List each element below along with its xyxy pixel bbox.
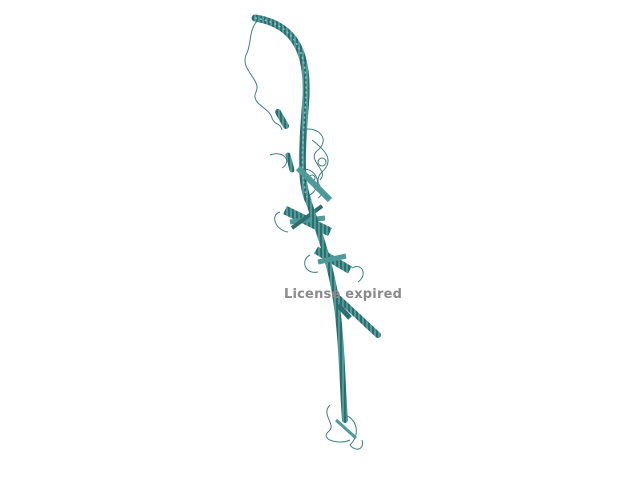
helix-small: [336, 303, 352, 320]
helix-short-2: [285, 152, 295, 173]
beta-sheet-1: [274, 204, 332, 237]
license-watermark: License expired: [284, 287, 403, 302]
helix-diagonal: [332, 292, 381, 338]
coil-loop-left: [244, 19, 283, 131]
helix-short-1: [275, 109, 289, 129]
beta-sheet-2: [304, 246, 364, 283]
domain-bottom: [325, 404, 364, 450]
sheet-upper: [295, 165, 333, 203]
